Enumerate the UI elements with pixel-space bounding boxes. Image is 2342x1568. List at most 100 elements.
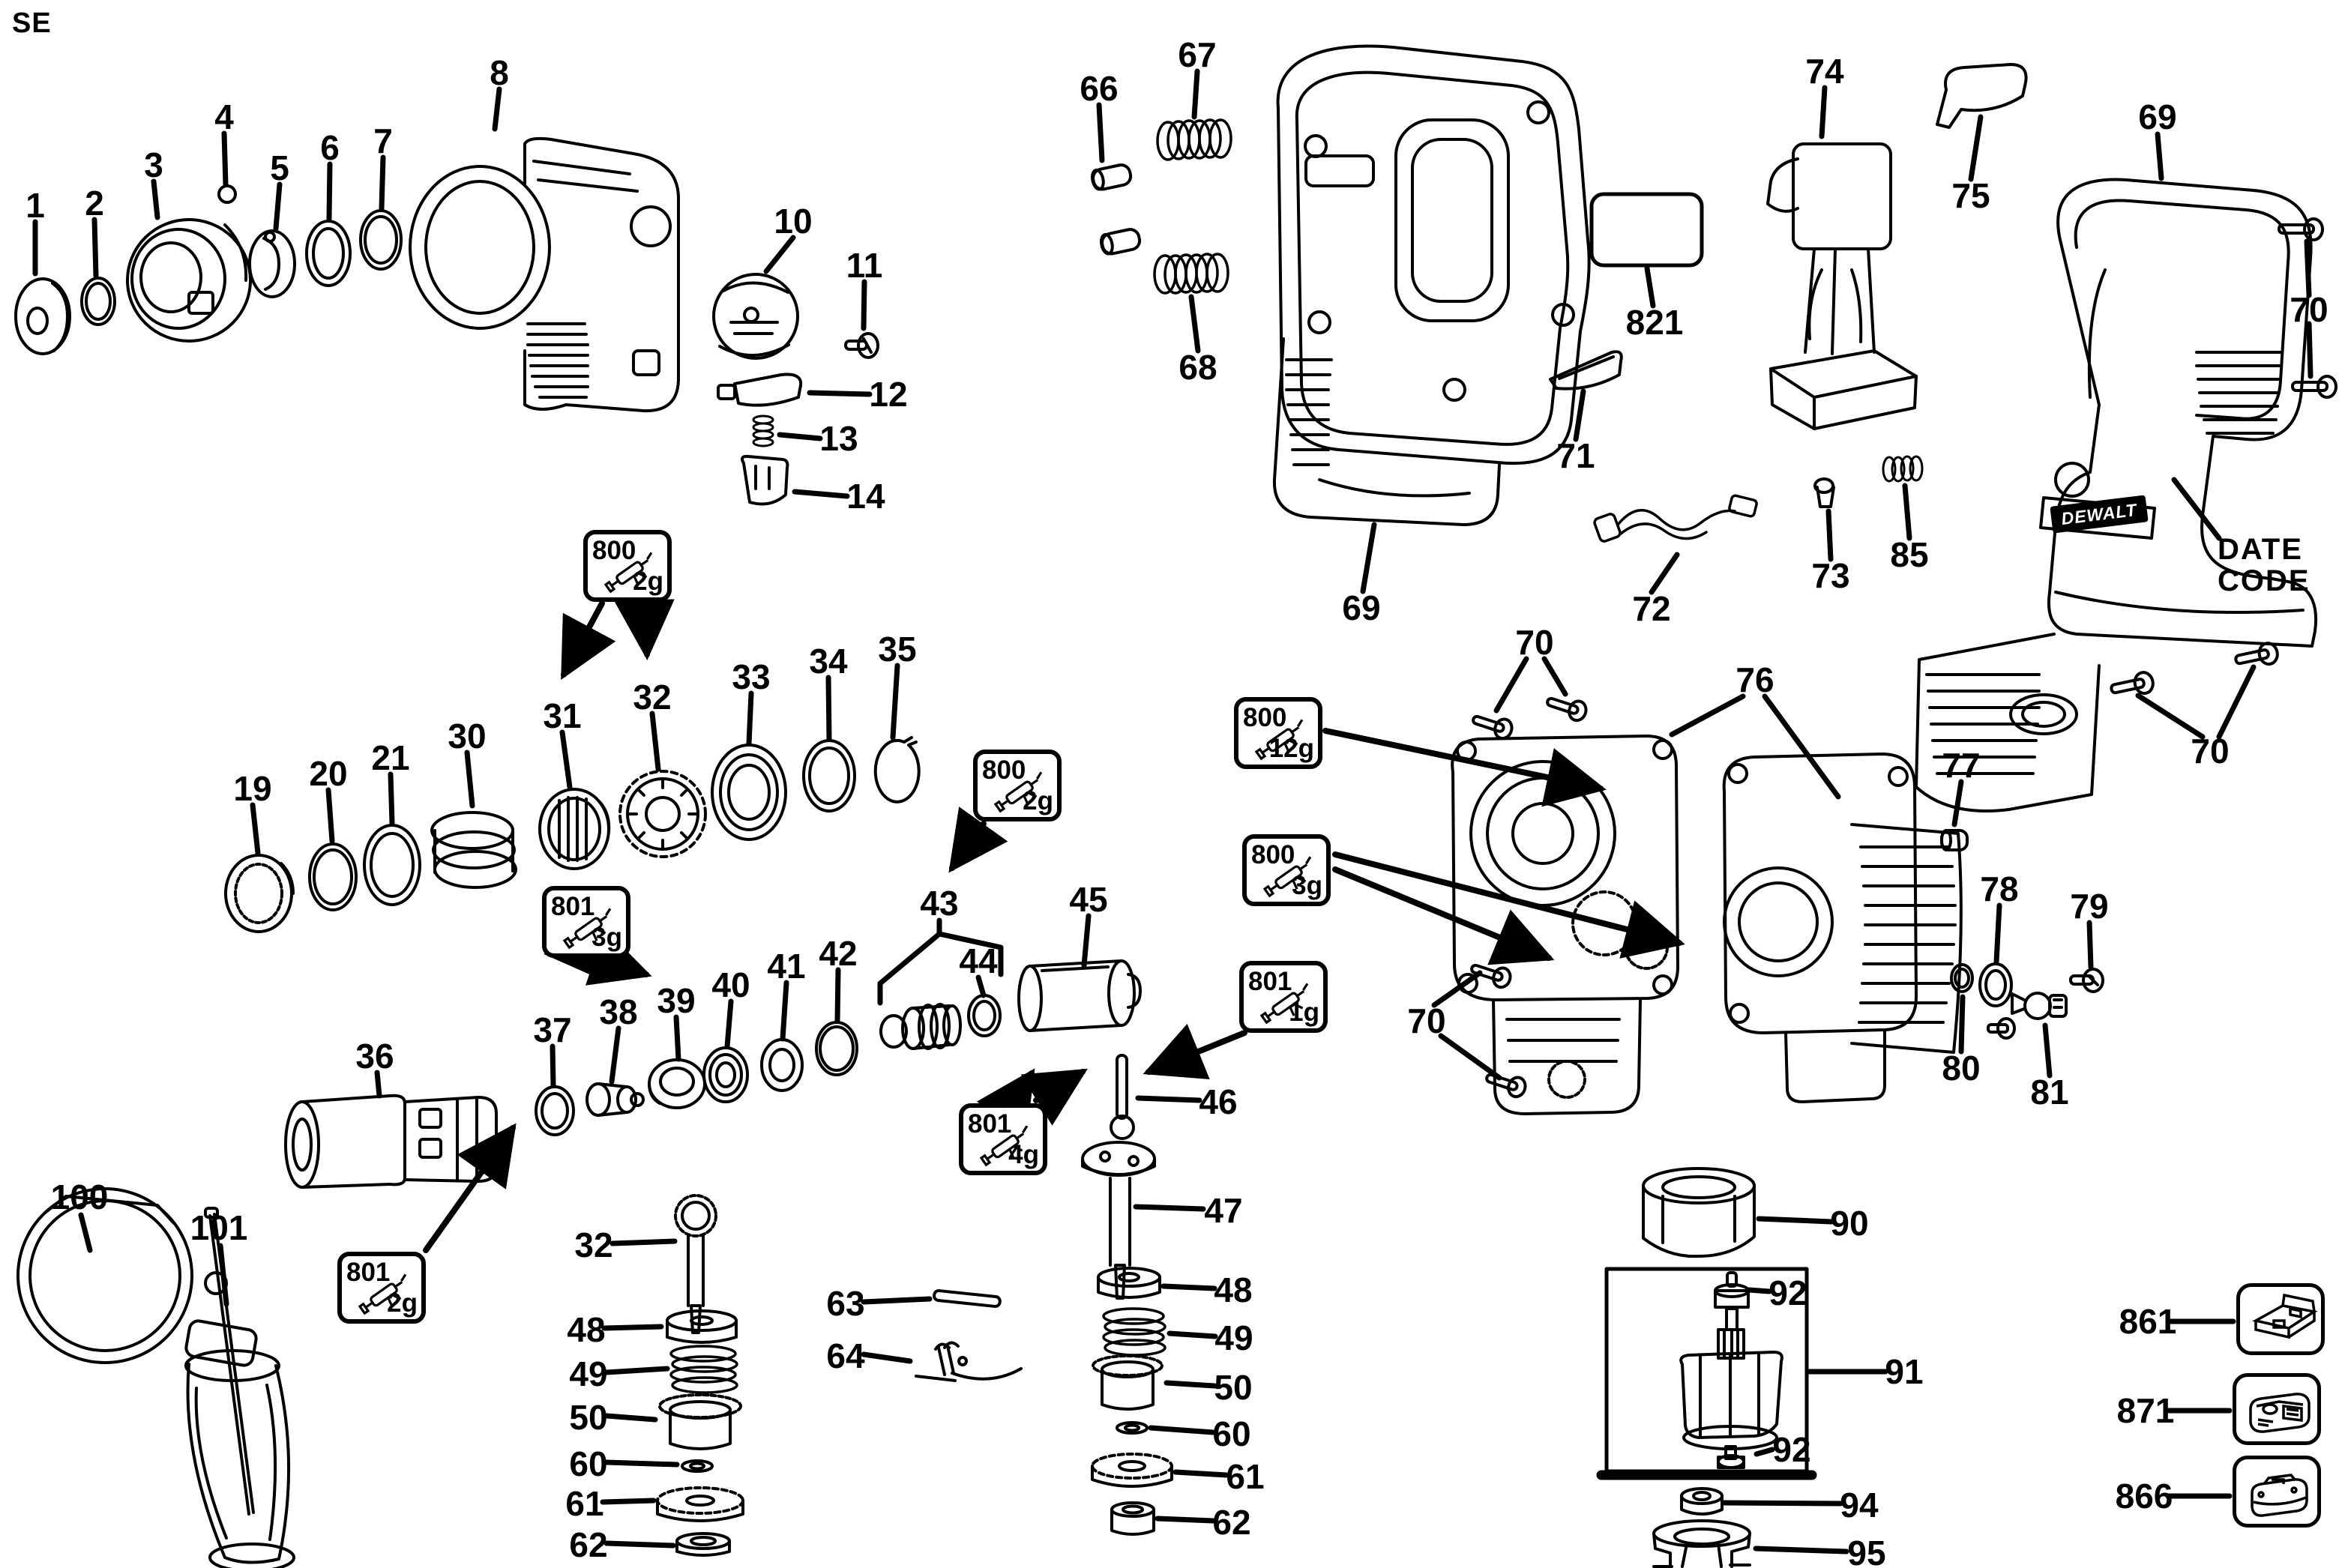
part-12-selector <box>717 373 803 407</box>
part-63-pin <box>933 1289 1002 1308</box>
part-67-spring <box>1156 118 1232 161</box>
part-label-72: 72 <box>1632 589 1671 628</box>
part-label-7: 7 <box>373 121 393 160</box>
part-44-ring <box>967 994 1002 1037</box>
part-50L-clutch <box>658 1393 742 1450</box>
part-label-48R: 48 <box>1214 1270 1253 1309</box>
grease-amount: 4g <box>1008 1140 1039 1169</box>
part-label-71: 71 <box>1556 436 1595 475</box>
part-64-shift-fork <box>915 1341 1023 1382</box>
part-19-needle-bearing <box>224 854 295 933</box>
part-label-43: 43 <box>920 884 959 923</box>
date-code-label: DATE CODE <box>2218 534 2311 597</box>
part-821-label-plate <box>1589 192 1704 268</box>
part-78-ring <box>1978 962 2013 1007</box>
part-66-pins <box>1091 163 1142 256</box>
part-20-washer <box>308 842 358 911</box>
part-34-washer <box>802 739 856 812</box>
kitbox-case-icon <box>2245 1291 2320 1352</box>
part-32-bevel-gear <box>618 770 707 858</box>
kitbox-battery-icon <box>2242 1463 2317 1525</box>
part-1-cap <box>14 277 71 355</box>
part-label-81: 81 <box>2030 1073 2069 1112</box>
part-94-bearing <box>1680 1487 1724 1516</box>
part-label-90: 90 <box>1830 1204 1869 1243</box>
part-label-74: 74 <box>1805 52 1844 91</box>
grease-code: 801 <box>346 1258 391 1287</box>
part-label-70B: 70 <box>2191 732 2230 771</box>
part-label-61L: 61 <box>565 1484 604 1523</box>
part-label-60L: 60 <box>569 1444 608 1483</box>
kit-item-866 <box>2233 1456 2321 1528</box>
part-62L-sleeve <box>675 1532 731 1557</box>
part-62R-sleeve <box>1110 1501 1155 1536</box>
part-label-39: 39 <box>657 981 696 1020</box>
part-61R-gear <box>1091 1453 1173 1488</box>
part-label-12: 12 <box>869 375 908 414</box>
part-label-42: 42 <box>819 934 858 973</box>
grease-code: 800 <box>1251 840 1295 869</box>
part-33-bearing-ring <box>711 744 787 841</box>
part-85-spring <box>1882 455 1924 483</box>
part-32L-gear-shaft <box>674 1194 717 1334</box>
part-label-871: 871 <box>2116 1391 2175 1430</box>
part-label-44: 44 <box>959 941 998 980</box>
part-48R-bearing <box>1097 1267 1161 1299</box>
part-label-3: 3 <box>144 145 163 184</box>
grease-code: 800 <box>982 756 1026 785</box>
part-95-baffle <box>1652 1519 1751 1568</box>
part-label-70A: 70 <box>2290 290 2329 329</box>
part-label-13: 13 <box>819 419 858 458</box>
part-49L-spring <box>669 1345 738 1394</box>
grease-amount: 12g <box>1268 734 1314 763</box>
part-label-47: 47 <box>1204 1191 1243 1230</box>
part-label-21: 21 <box>371 738 410 777</box>
grease-code: 801 <box>1248 967 1292 996</box>
part-69-right-housing <box>1915 178 2318 812</box>
part-2-ring <box>80 277 116 326</box>
part-90-stator <box>1642 1167 1756 1258</box>
part-label-31: 31 <box>543 696 582 735</box>
grease-amount: 2g <box>387 1288 418 1318</box>
leader-lines <box>32 68 2314 1555</box>
part-label-5: 5 <box>270 148 289 187</box>
part-69-left-housing <box>1272 44 1591 526</box>
part-label-80: 80 <box>1942 1049 1981 1088</box>
part-10-mode-knob <box>712 273 799 360</box>
part-label-76: 76 <box>1736 660 1774 699</box>
part-label-64: 64 <box>826 1336 865 1375</box>
part-71-wedge <box>1549 350 1623 391</box>
part-label-77: 77 <box>1942 746 1981 785</box>
date-code-line2: CODE <box>2218 564 2311 597</box>
grease-code: 800 <box>592 536 636 565</box>
part-label-14: 14 <box>846 477 885 516</box>
part-42-o-ring <box>815 1021 858 1076</box>
part-46-pin <box>1110 1054 1135 1140</box>
part-76-gearbox-left <box>1451 735 1679 1115</box>
part-74-switch <box>1766 142 1918 430</box>
part-label-30: 30 <box>448 717 487 756</box>
part-label-32L: 32 <box>574 1225 613 1264</box>
part-11-screw <box>844 332 879 359</box>
part-45-cylinder <box>1017 959 1142 1032</box>
part-label-32: 32 <box>633 678 672 717</box>
part-6-ring <box>305 220 352 287</box>
grease-code: 801 <box>551 892 595 921</box>
part-76-gearbox-right <box>1722 753 1963 1103</box>
part-label-92B: 92 <box>1772 1430 1811 1469</box>
part-label-11: 11 <box>846 246 883 285</box>
part-label-92T: 92 <box>1768 1273 1807 1312</box>
part-label-50L: 50 <box>569 1398 608 1437</box>
part-50R-clutch <box>1092 1354 1164 1411</box>
part-label-6: 6 <box>320 128 340 167</box>
grease-amount: 2g <box>1023 786 1053 815</box>
part-label-50R: 50 <box>1214 1368 1253 1407</box>
part-label-36: 36 <box>355 1037 394 1076</box>
part-label-1: 1 <box>25 186 45 225</box>
part-21-ring <box>363 824 421 906</box>
